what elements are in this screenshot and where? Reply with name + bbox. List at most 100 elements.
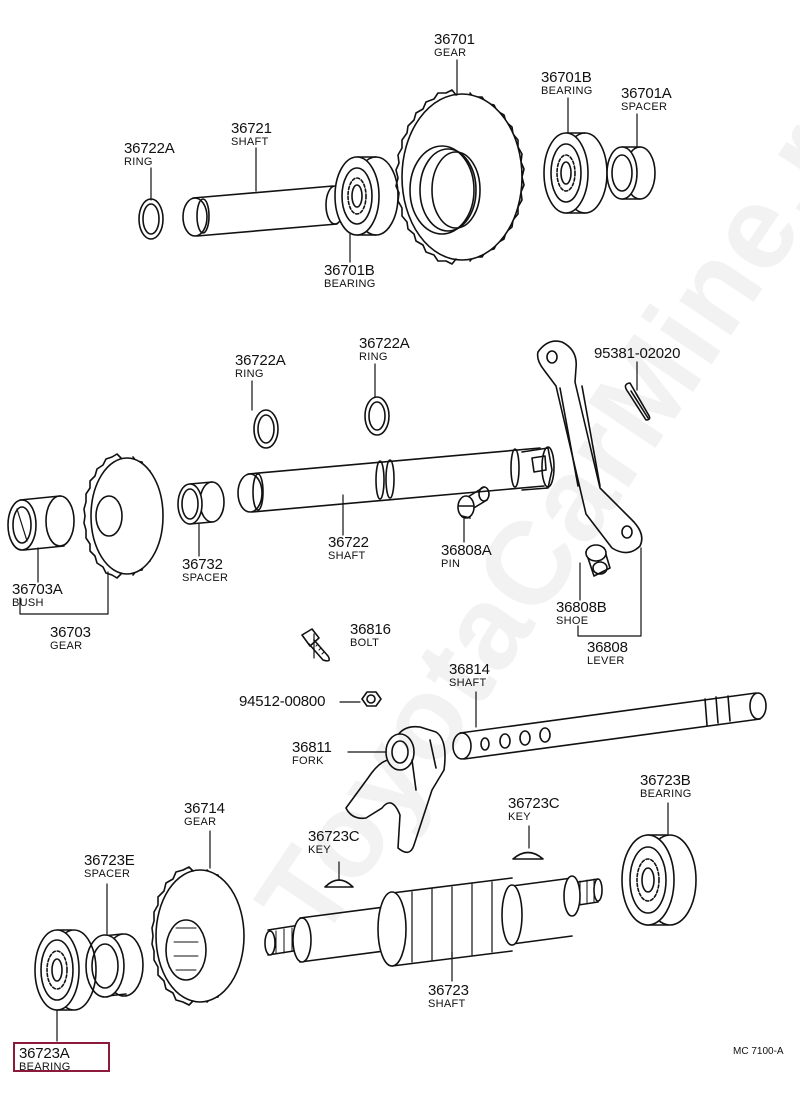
spacer-36701a <box>606 146 656 200</box>
part-number: 36808A <box>441 542 492 559</box>
part-name: GEAR <box>434 47 467 59</box>
gear-36701 <box>395 89 525 265</box>
part-name: KEY <box>508 811 531 823</box>
part-name: BEARING <box>19 1061 71 1072</box>
cotter-pin-95381-02020 <box>624 382 651 421</box>
key-36723c-right <box>512 851 544 860</box>
part-name: BEARING <box>324 278 376 290</box>
pin-36808a <box>457 486 490 519</box>
part-number: 36732 <box>182 556 223 573</box>
shaft-36814 <box>452 692 767 760</box>
bush-36703a <box>7 495 75 551</box>
part-number: 36701B <box>324 262 375 279</box>
part-number: 36808 <box>587 639 628 656</box>
part-name: RING <box>359 351 388 363</box>
part-name: BEARING <box>640 788 692 800</box>
bearing-36723a <box>34 929 97 1011</box>
part-number: 36721 <box>231 120 272 137</box>
part-name: BEARING <box>541 85 593 97</box>
part-number: 36714 <box>184 800 225 817</box>
leader-lines <box>19 59 669 1042</box>
part-name: SHOE <box>556 615 589 627</box>
part-name: RING <box>235 368 264 380</box>
bolt-36816 <box>301 628 330 662</box>
part-name: SHAFT <box>428 998 466 1010</box>
part-number: 95381-02020 <box>594 345 681 362</box>
part-number: 36703 <box>50 624 91 641</box>
part-number: 36703A <box>12 581 63 598</box>
part-number: 36701 <box>434 31 475 48</box>
bearing-36701b-right <box>543 132 608 214</box>
shaft-36721 <box>182 185 345 237</box>
part-name: FORK <box>292 755 324 767</box>
gear-36714 <box>151 866 245 1006</box>
part-name: PIN <box>441 558 461 570</box>
part-name: BOLT <box>350 637 380 649</box>
spacer-36732 <box>177 481 225 525</box>
part-name: SHAFT <box>328 550 366 562</box>
part-name: SPACER <box>182 572 229 584</box>
label-94512-00800[interactable]: 94512-00800 <box>239 694 325 710</box>
part-number: 36723A <box>19 1045 70 1062</box>
bearing-36723b <box>621 834 697 926</box>
part-number: 36811 <box>292 739 332 756</box>
label-95381-02020[interactable]: 95381-02020 <box>594 346 680 362</box>
part-number: 36723 <box>428 982 469 999</box>
part-number: 36808B <box>556 599 607 616</box>
ring-36722a-top <box>138 198 164 240</box>
shaft-36722 <box>237 446 555 513</box>
part-number: 36723C <box>508 795 560 812</box>
shoe-36808b <box>585 544 611 577</box>
part-name: GEAR <box>184 816 217 828</box>
part-number: 36722A <box>359 335 410 352</box>
part-name: GEAR <box>50 640 83 652</box>
bearing-36701b-left <box>334 156 399 236</box>
part-number: 36723C <box>308 828 360 845</box>
gear-36703 <box>83 453 164 579</box>
part-name: SHAFT <box>449 677 487 689</box>
part-number: 36701B <box>541 69 592 86</box>
part-number: 36701A <box>621 85 672 102</box>
part-number: 36816 <box>350 621 391 638</box>
key-36723c-left <box>324 879 354 888</box>
ring-36722a-mid-left <box>253 409 279 449</box>
part-number: 36722A <box>235 352 286 369</box>
ring-36722a-mid-right <box>364 396 390 436</box>
part-number: 36722A <box>124 140 175 157</box>
part-name: LEVER <box>587 655 625 667</box>
part-number: 36814 <box>449 661 490 678</box>
part-name: SPACER <box>621 101 668 113</box>
part-name: KEY <box>308 844 331 856</box>
part-number: 36723E <box>84 852 135 869</box>
part-name: BUSH <box>12 597 44 609</box>
diagram-code: MC 7100-A <box>733 1046 784 1057</box>
part-name: RING <box>124 156 153 168</box>
part-name: SPACER <box>84 868 131 880</box>
